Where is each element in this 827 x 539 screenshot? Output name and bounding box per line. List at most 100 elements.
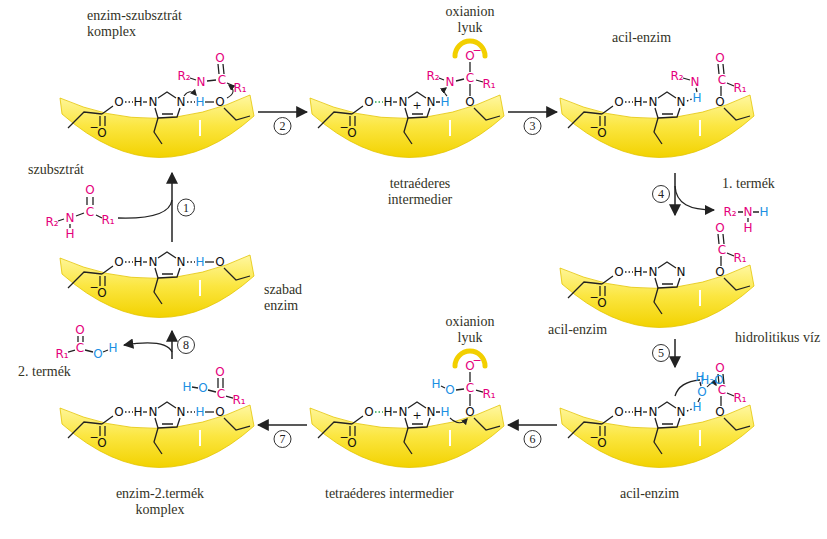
atom-label: O bbox=[597, 296, 606, 310]
atom-label: R₂ bbox=[177, 69, 190, 83]
reaction-arrow bbox=[171, 331, 173, 359]
atom-label: H bbox=[633, 95, 642, 109]
enzyme-state: enzim-2.termék komplex bbox=[60, 362, 255, 478]
step-number: 1 bbox=[183, 201, 189, 215]
atom-label: N bbox=[677, 265, 686, 279]
charge-sign: − bbox=[339, 121, 348, 135]
step-number: 2 bbox=[280, 119, 286, 133]
acyl-enzyme bbox=[560, 64, 754, 158]
state-caption: szabad enzim bbox=[264, 282, 326, 314]
step-number: 4 bbox=[658, 187, 664, 201]
step-number: 8 bbox=[183, 338, 189, 352]
enzyme-state: tetraéderes intermedier bbox=[310, 38, 505, 168]
atom-label: O bbox=[215, 365, 224, 379]
step-number: 3 bbox=[530, 119, 536, 133]
atom-label: O bbox=[114, 255, 123, 269]
atom-label: R₂ bbox=[670, 69, 683, 83]
atom-label: R₁ bbox=[733, 251, 746, 265]
step-circle bbox=[524, 431, 541, 448]
atom-label: R₁ bbox=[482, 387, 495, 401]
atom-label: O bbox=[85, 183, 94, 197]
atom-label: N bbox=[149, 95, 158, 109]
atom-label: N bbox=[149, 405, 158, 419]
atom-label: O bbox=[614, 265, 623, 279]
reaction-arrow bbox=[508, 424, 557, 426]
enzyme-state: acil-enzim bbox=[560, 50, 755, 170]
atom-label: O bbox=[465, 405, 474, 419]
reaction-arrow bbox=[674, 173, 676, 215]
atom-label: R₁ bbox=[55, 347, 68, 361]
atom-label: C bbox=[718, 73, 726, 87]
atom-label: O bbox=[347, 436, 356, 450]
enzyme-product-complex bbox=[60, 378, 254, 468]
step-number: 5 bbox=[658, 346, 664, 360]
atom-label: N bbox=[177, 95, 186, 109]
state-caption: acil-enzim bbox=[620, 486, 710, 502]
atom-label: C bbox=[718, 243, 726, 257]
atom-label: O bbox=[215, 95, 224, 109]
atom-label: N bbox=[149, 255, 158, 269]
atom-label: O bbox=[715, 95, 724, 109]
annotation-text: oxianion lyuk bbox=[435, 314, 505, 346]
atom-label: R₂ bbox=[426, 69, 439, 83]
atom-label: O bbox=[114, 95, 123, 109]
charge-sign: − bbox=[339, 431, 348, 445]
step-number: 6 bbox=[530, 432, 536, 446]
atom-label: R₁ bbox=[233, 81, 246, 95]
atom-label: H bbox=[195, 405, 204, 419]
atom-label: O bbox=[715, 221, 724, 235]
atom-label: H bbox=[633, 405, 642, 419]
atom-label: C bbox=[466, 381, 474, 395]
atom-label: O bbox=[97, 126, 106, 140]
step-number: 7 bbox=[280, 432, 286, 446]
atom-label: H bbox=[692, 400, 701, 414]
annotation-text: 2. termék bbox=[18, 364, 98, 380]
state-caption: acil-enzim bbox=[548, 322, 638, 338]
state-caption: tetraéderes intermedier bbox=[360, 176, 480, 208]
atom-label: O bbox=[697, 385, 706, 399]
charge-sign: − bbox=[472, 354, 481, 368]
atom-label: N bbox=[677, 405, 686, 419]
atom-label: C bbox=[86, 205, 94, 219]
atom-label: O bbox=[597, 436, 606, 450]
tetrahedral-intermediate bbox=[310, 41, 504, 158]
free-enzyme bbox=[60, 252, 254, 318]
annotation-text: hidrolitikus víz bbox=[735, 330, 821, 346]
atom-label: N bbox=[649, 95, 658, 109]
atom-label: H bbox=[195, 95, 204, 109]
atom-label: N bbox=[649, 405, 658, 419]
atom-label: O bbox=[364, 95, 373, 109]
charge-sign: − bbox=[589, 431, 598, 445]
atom-label: O bbox=[347, 126, 356, 140]
reaction-arrow bbox=[258, 111, 307, 113]
step-circle bbox=[178, 199, 195, 216]
step-circle bbox=[653, 186, 670, 203]
atom-label: H bbox=[692, 91, 701, 105]
atom-label: H bbox=[440, 405, 449, 419]
charge-sign: − bbox=[89, 281, 98, 295]
enzyme-state: tetraéderes intermedier bbox=[310, 348, 505, 478]
atom-label: O bbox=[465, 95, 474, 109]
atom-label: R₂ bbox=[45, 215, 58, 229]
charge-sign: + bbox=[412, 409, 421, 423]
atom-label: O bbox=[93, 347, 102, 361]
step-circle bbox=[274, 118, 291, 135]
reaction-arrow bbox=[258, 424, 307, 426]
state-caption: enzim-szubsztrát komplex bbox=[87, 8, 197, 40]
atom-label: O bbox=[75, 323, 84, 337]
atom-label: O bbox=[215, 405, 224, 419]
atom-label: H bbox=[65, 227, 74, 241]
atom-label: C bbox=[76, 341, 84, 355]
atom-label: H bbox=[440, 95, 449, 109]
atom-label: O bbox=[715, 51, 724, 65]
atom-label: O bbox=[215, 255, 224, 269]
atom-label: N bbox=[427, 405, 436, 419]
annotation-text: oxianion lyuk bbox=[435, 4, 505, 36]
atom-label: H bbox=[743, 221, 752, 235]
atom-label: N bbox=[649, 265, 658, 279]
atom-label: H bbox=[431, 377, 440, 391]
atom-label: H bbox=[133, 95, 142, 109]
atom-label: N bbox=[446, 75, 455, 89]
